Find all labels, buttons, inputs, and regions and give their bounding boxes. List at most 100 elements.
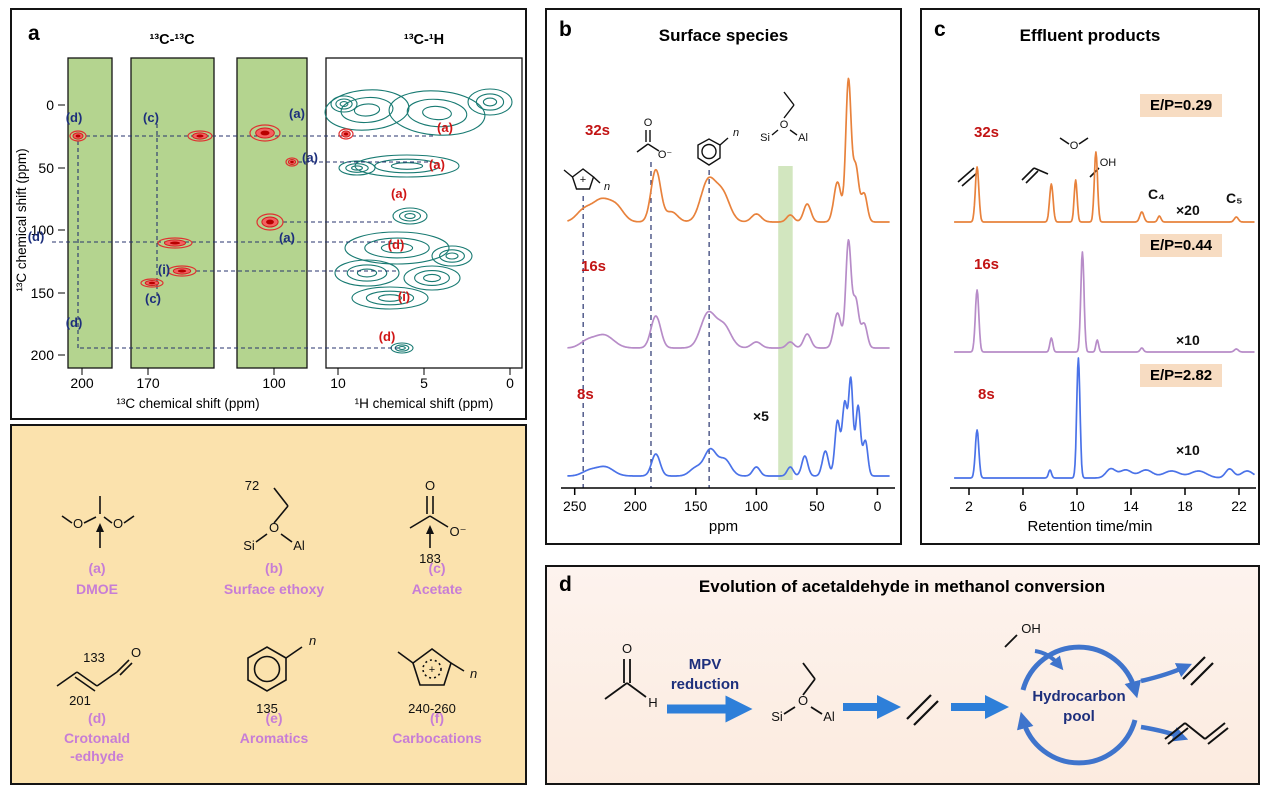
legend-key: (b) — [265, 560, 283, 576]
teal-contour-blob — [439, 249, 465, 263]
x-tick-label: 22 — [1231, 498, 1247, 514]
x-tick-label: 0 — [506, 375, 514, 391]
peak-label-navy: (d) — [66, 315, 83, 330]
x-tick-label: 250 — [563, 498, 587, 514]
time-label-8s: 8s — [978, 386, 995, 403]
panel-c-letter: c — [934, 18, 946, 41]
spectrum-trace-32s — [567, 77, 890, 223]
cc-strip-2 — [130, 57, 215, 369]
scale-x10-label: ×10 — [1176, 442, 1200, 458]
panel-b-x-axis-label: ppm — [708, 518, 739, 535]
pool-label-line1: Hydrocarbon — [1032, 688, 1125, 705]
peak-label-red: (d) — [379, 329, 396, 344]
o-minus-atom: O⁻ — [658, 149, 673, 161]
teal-contour-blob — [345, 163, 369, 173]
red-peak-contour — [187, 130, 213, 142]
y-tick-label: 100 — [31, 222, 55, 238]
red-peak-contour — [140, 278, 164, 288]
legend-key: (c) — [428, 560, 445, 576]
peak-label-red: (d) — [388, 237, 405, 252]
legend-name-line2: -edhyde — [70, 748, 124, 764]
teal-contour-blob — [330, 95, 358, 113]
o-atom: O — [269, 520, 279, 535]
x-tick-label: 6 — [1019, 498, 1027, 514]
teal-contour-blob — [431, 245, 473, 267]
o-atom: O — [131, 645, 141, 660]
red-peak-contour — [338, 128, 354, 140]
red-peak-core — [169, 241, 181, 245]
y-tick-label: 50 — [38, 160, 54, 176]
teal-contour-blob — [346, 264, 388, 282]
time-label-32s: 32s — [974, 124, 1000, 141]
scale-x5-label: ×5 — [753, 408, 769, 424]
c5-label: C₅ — [1226, 190, 1243, 206]
dmoe-structure — [61, 496, 135, 548]
x-tick-label: 200 — [70, 375, 94, 391]
o-minus-atom: O⁻ — [450, 524, 467, 539]
teal-contour-blob — [378, 294, 402, 302]
ethylene-structure — [906, 694, 939, 726]
legend-key: (e) — [265, 710, 282, 726]
panel-d-mechanism-scheme: d Evolution of acetaldehyde in methanol … — [545, 565, 1260, 785]
ep-ratio-badge-8s: E/P=2.82 — [1140, 364, 1223, 387]
teal-contour-blob — [390, 162, 424, 170]
y-tick-label: 0 — [46, 97, 54, 113]
teal-contour-blob — [353, 103, 381, 117]
red-peak-core — [177, 269, 187, 273]
legend-key: (f) — [430, 710, 444, 726]
cycle-arrow-bottom — [1017, 711, 1138, 766]
red-peak-core — [148, 281, 156, 285]
surface-ethoxy-structure — [255, 487, 293, 543]
n-substituent: n — [309, 633, 316, 648]
legend-name: Crotonald — [64, 730, 130, 746]
teal-contour-blob — [356, 268, 378, 278]
scale-x10-label: ×10 — [1176, 332, 1200, 348]
cc-strip-1 — [67, 57, 113, 369]
teal-contour-blob — [414, 270, 450, 286]
red-peak-contour — [157, 237, 193, 249]
ch-plot-area — [325, 57, 523, 369]
time-label-16s: 16s — [581, 258, 607, 275]
scale-x20-label: ×20 — [1176, 202, 1200, 218]
plus-charge: + — [429, 664, 435, 676]
legend-key: (d) — [88, 710, 106, 726]
cc-x-ticks: 200 170 100 — [70, 368, 286, 391]
x-tick-label: 5 — [420, 375, 428, 391]
n-substituent: n — [470, 666, 477, 681]
o-atom: O — [622, 641, 632, 656]
legend-name: Carbocations — [392, 730, 482, 746]
legend-name: Acetate — [412, 581, 463, 597]
red-peak-contour — [249, 124, 281, 142]
surface-ethoxy-structure — [783, 662, 823, 715]
teal-contour-blob — [398, 345, 406, 351]
panel-d-letter: d — [559, 573, 572, 596]
teal-contour-blob — [404, 213, 416, 219]
shift-number: 72 — [245, 478, 259, 493]
spectrum-trace-8s — [567, 376, 890, 477]
n-substituent: n — [733, 127, 739, 139]
si-atom: Si — [760, 132, 770, 144]
acetate-structure — [409, 496, 449, 548]
x-tick-label: 100 — [745, 498, 769, 514]
methanol-structure — [1004, 634, 1018, 648]
mechanism-scheme-graphics: O H MPV reduction Si O Al Hydrocarbon po… — [604, 621, 1229, 766]
ch-x-axis-label: ¹H chemical shift (ppm) — [355, 396, 494, 411]
time-label-32s: 32s — [585, 122, 611, 139]
panel-a-species-legend: O O 72 Si O Al O O⁻ 183 O 133 201 — [10, 424, 527, 785]
oh-group: OH — [1100, 157, 1117, 169]
plus-charge: + — [580, 174, 586, 186]
x-tick-label: 14 — [1123, 498, 1139, 514]
spectrum-trace-16s — [567, 239, 890, 349]
x-tick-label: 200 — [624, 498, 648, 514]
teal-contour-blob — [351, 165, 363, 171]
red-peak-contour — [167, 265, 197, 277]
teal-contour-blob — [423, 273, 441, 283]
species-legend-graphics: O O 72 Si O Al O O⁻ 183 O 133 201 — [56, 478, 482, 764]
peak-label-navy: (a) — [279, 230, 295, 245]
teal-contour-blob — [475, 93, 505, 111]
shift-number: 201 — [69, 693, 91, 708]
time-label-16s: 16s — [974, 256, 1000, 273]
teal-contour-blob — [388, 90, 486, 136]
